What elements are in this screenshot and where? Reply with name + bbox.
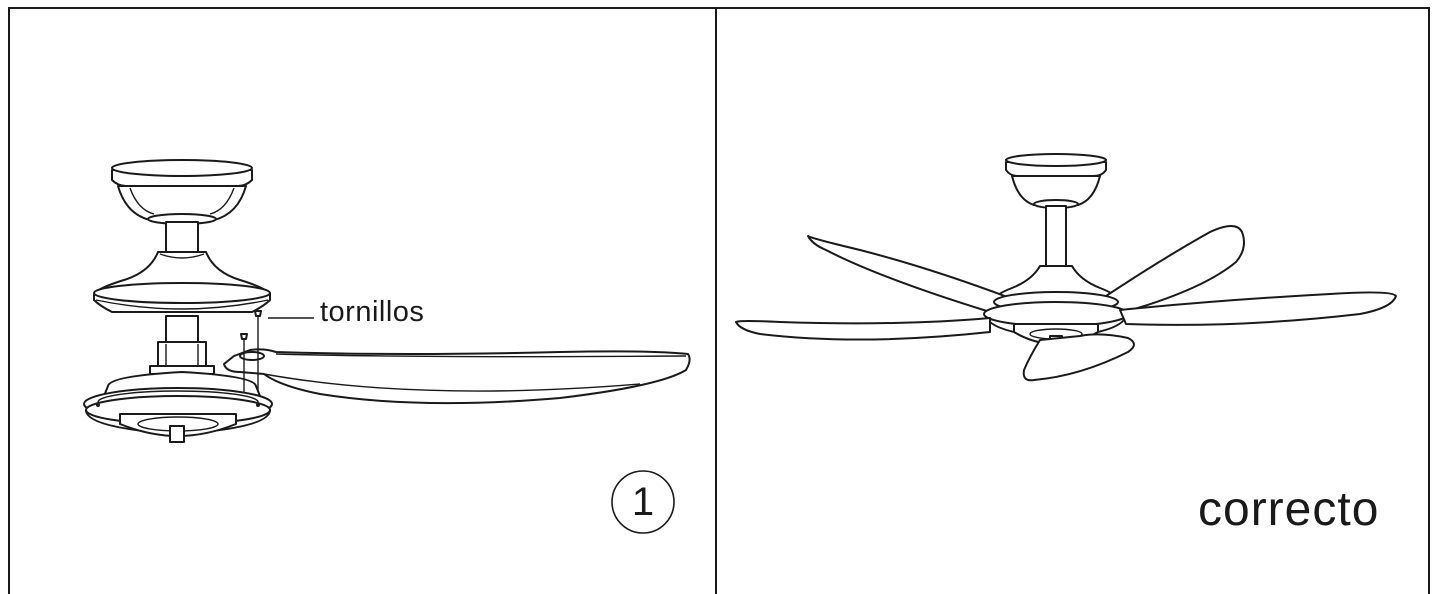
screw-icon: [240, 310, 262, 392]
blade-front-left: [735, 317, 991, 341]
fan-blade: [223, 348, 691, 405]
ceiling-canopy: [111, 159, 253, 225]
rod-lower: [165, 315, 199, 343]
blade-back-left: [807, 235, 1011, 313]
motor-column: [149, 341, 215, 375]
downrod: [165, 221, 199, 253]
outer-border: [8, 7, 1430, 594]
upper-cover: [93, 251, 271, 313]
blade-front-right: [1119, 291, 1397, 326]
downrod-assembled: [1045, 205, 1067, 269]
blade-front-bottom: [1022, 333, 1135, 382]
assembled-fan-drawing: [735, 153, 1397, 382]
step-circle: [611, 470, 675, 534]
correct-label: correcto: [1198, 483, 1380, 536]
motor-body: [83, 371, 273, 443]
step-number: 1: [631, 480, 655, 524]
blade-back-right: [1099, 225, 1245, 317]
exploded-fan-drawing: [83, 159, 691, 534]
screws-callout-label: tornillos: [320, 296, 425, 328]
ceiling-canopy-assembled: [1005, 153, 1107, 209]
